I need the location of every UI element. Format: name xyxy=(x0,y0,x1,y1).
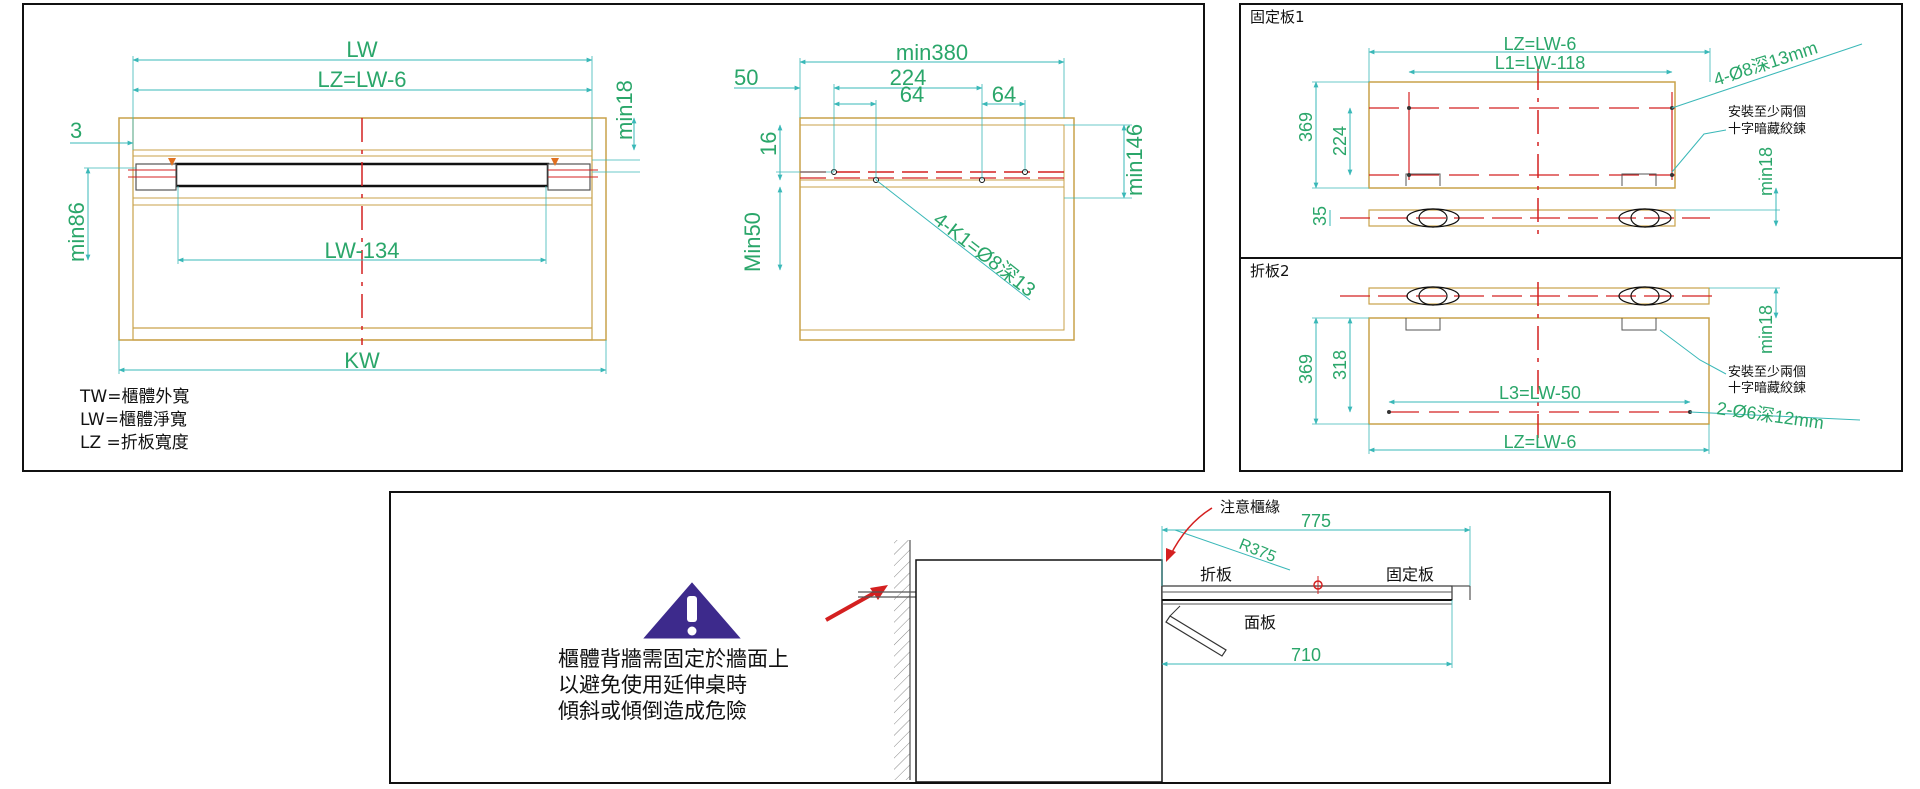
front-view: LW LZ=LW-6 LW-134 KW 3 min18 min86 TW=櫃體… xyxy=(64,37,640,453)
side-view: min380 50 224 64 64 16 Min50 min146 4-K1… xyxy=(734,40,1147,341)
panel1-note-2: 十字暗藏絞鍊 xyxy=(1728,122,1806,137)
label-fixed: 固定板 xyxy=(1386,565,1434,584)
legend-lz: LZ =折板寬度 xyxy=(80,433,189,453)
warning-line-3: 傾斜或傾倒造成危險 xyxy=(558,699,747,723)
hole-spec-side: 4-K1=Ø8深13 xyxy=(929,208,1040,302)
dim-775: 775 xyxy=(1301,511,1331,531)
panel1-h224: 224 xyxy=(1330,126,1350,156)
cabinet-side xyxy=(915,559,1163,783)
dim-lw-134: LW-134 xyxy=(324,238,399,263)
dim-64-right: 64 xyxy=(992,82,1016,107)
panel1-note-1: 安裝至少兩個 xyxy=(1728,105,1806,120)
panel1-dim-lz: LZ=LW-6 xyxy=(1504,34,1577,54)
dim-r375: R375 xyxy=(1237,536,1279,566)
panel1-min18: min18 xyxy=(1756,147,1776,196)
dim-kw: KW xyxy=(344,348,380,373)
panel1-view: 固定板1 LZ=LW-6 L1=LW-118 4-Ø8深13mm 安裝至少兩個 xyxy=(1250,8,1863,236)
dim-710: 710 xyxy=(1291,645,1321,665)
label-face: 面板 xyxy=(1244,613,1276,632)
warning-line-1: 櫃體背牆需固定於牆面上 xyxy=(558,647,789,671)
panel1-h35: 35 xyxy=(1310,206,1330,226)
panel2-dim-l3: L3=LW-50 xyxy=(1499,383,1581,403)
frame-panel2 xyxy=(1239,257,1903,472)
dim-64-left: 64 xyxy=(900,82,924,107)
dim-min380: min380 xyxy=(896,40,968,65)
frame-front-side xyxy=(22,3,1205,472)
dim-min50: Min50 xyxy=(740,212,765,272)
dim-lz: LZ=LW-6 xyxy=(317,67,406,92)
wall xyxy=(894,540,910,780)
dim-sixteen: 16 xyxy=(756,132,781,156)
panel2-board xyxy=(1368,317,1710,425)
panel2-h369: 369 xyxy=(1296,354,1316,384)
dim-lw: LW xyxy=(346,37,378,62)
panel2-h318: 318 xyxy=(1330,350,1350,380)
panel2-note-2: 十字暗藏絞鍊 xyxy=(1728,381,1806,396)
panel1-title: 固定板1 xyxy=(1250,8,1305,26)
panel2-min18: min18 xyxy=(1756,305,1776,354)
panel1-h369: 369 xyxy=(1296,112,1316,142)
face-panel xyxy=(1165,615,1227,657)
panel1-dim-l1: L1=LW-118 xyxy=(1495,53,1586,73)
panel1-board xyxy=(1368,81,1676,189)
dim-three: 3 xyxy=(70,118,82,143)
panel2-dim-lz: LZ=LW-6 xyxy=(1504,432,1577,452)
dim-min18-front: min18 xyxy=(612,80,637,140)
install-view: 櫃體背牆需固定於牆面上 以避免使用延伸桌時 傾斜或傾倒造成危險 折板 固定板 面… xyxy=(558,498,1471,783)
dim-fifty: 50 xyxy=(734,65,758,90)
frame-install xyxy=(389,491,1611,784)
label-caution: 注意櫃緣 xyxy=(1220,498,1280,516)
dim-min146: min146 xyxy=(1122,124,1147,196)
extended-table xyxy=(1161,585,1453,601)
warning-line-2: 以避免使用延伸桌時 xyxy=(558,673,747,697)
panel2-holes: 2-Ø6深12mm xyxy=(1715,398,1825,433)
dim-224-side: 224 xyxy=(890,65,927,90)
label-fold: 折板 xyxy=(1200,565,1232,584)
panel2-title: 折板2 xyxy=(1250,262,1290,280)
dim-min86: min86 xyxy=(64,202,89,262)
panel2-note-1: 安裝至少兩個 xyxy=(1728,365,1806,380)
panel2-view: 折板2 L3=LW-50 LZ=LW-6 2-Ø6深12mm 安裝至少兩個 十字… xyxy=(1250,262,1861,454)
legend-lw: LW=櫃體淨寬 xyxy=(80,410,187,430)
legend-tw: TW=櫃體外寬 xyxy=(79,387,189,407)
